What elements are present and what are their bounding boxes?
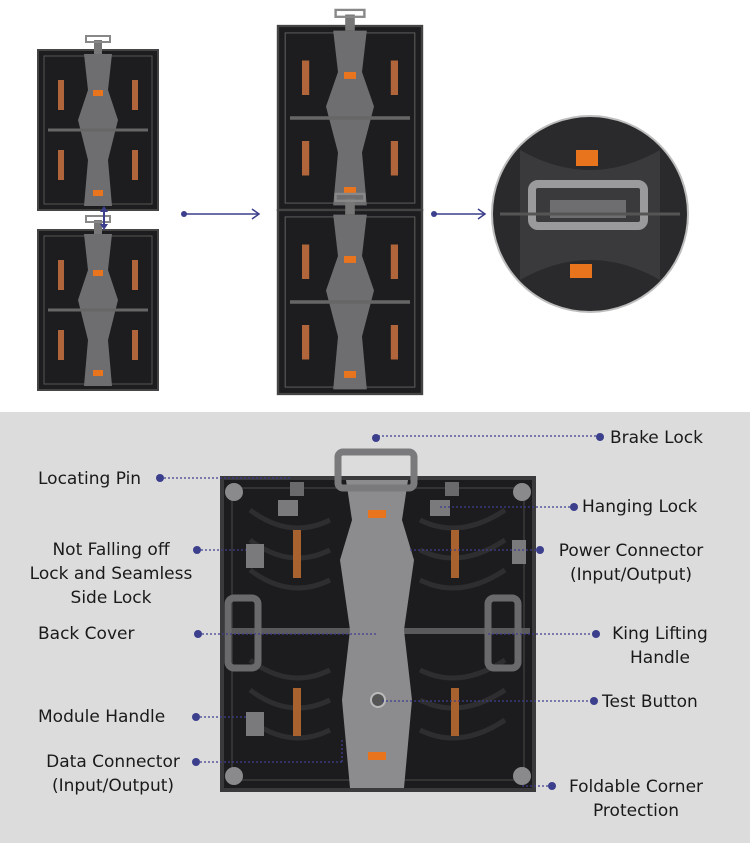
- label-not-falling-off: Not Falling off Lock and Seamless Side L…: [22, 538, 200, 610]
- label-line: Foldable Corner: [568, 777, 704, 797]
- cabinet-back: [220, 448, 536, 792]
- zoom-detail: [491, 115, 689, 313]
- arrow-right-icon: [431, 208, 487, 220]
- power-connector: [512, 540, 526, 564]
- module-slot: [293, 530, 301, 578]
- brake-lock-handle: [334, 448, 418, 492]
- small-cabinet-top: [36, 34, 160, 212]
- king-lifting-handle: [484, 594, 522, 672]
- label-line: Handle: [630, 648, 690, 668]
- label-hanging-lock: Hanging Lock: [582, 497, 698, 517]
- label-line: Not Falling off: [52, 540, 170, 560]
- label-data-connector: Data Connector (Input/Output): [30, 750, 196, 798]
- label-locating-pin: Locating Pin: [38, 469, 142, 489]
- label-line: Protection: [592, 801, 679, 821]
- label-foldable-corner-protection: Foldable Corner Protection: [556, 775, 716, 823]
- cabinet-back-diagram: [156, 433, 604, 792]
- label-line: (Input/Output): [51, 776, 175, 796]
- center-spine: [340, 480, 414, 788]
- module-slot: [451, 530, 459, 578]
- side-lock: [246, 544, 264, 568]
- data-connector: [246, 712, 264, 736]
- label-line: Lock and Seamless: [29, 564, 193, 584]
- module-slot: [451, 688, 459, 736]
- assembly-illustration: [36, 8, 689, 396]
- small-cabinet-bottom: [36, 214, 160, 392]
- label-line: (Input/Output): [569, 565, 693, 585]
- label-brake-lock: Brake Lock: [610, 428, 703, 448]
- assembly-illustration-area: [0, 0, 750, 412]
- side-handle-left: [224, 594, 262, 672]
- test-button: [370, 692, 386, 708]
- label-line: Side Lock: [70, 588, 152, 608]
- label-back-cover: Back Cover: [38, 624, 135, 644]
- cabinet-diagram-panel: [0, 412, 750, 843]
- arrow-right-icon: [181, 208, 261, 220]
- label-line: Power Connector: [558, 541, 704, 561]
- module-slot: [293, 688, 301, 736]
- callout-dots: [156, 433, 604, 790]
- assembled-cabinet: [276, 8, 424, 396]
- label-module-handle: Module Handle: [38, 707, 166, 727]
- label-king-lifting-handle: King Lifting Handle: [600, 622, 720, 670]
- label-line: Data Connector: [46, 752, 180, 772]
- label-line: King Lifting: [612, 624, 708, 644]
- label-test-button: Test Button: [602, 692, 698, 712]
- label-power-connector: Power Connector (Input/Output): [546, 539, 716, 587]
- hanging-lock: [430, 500, 450, 516]
